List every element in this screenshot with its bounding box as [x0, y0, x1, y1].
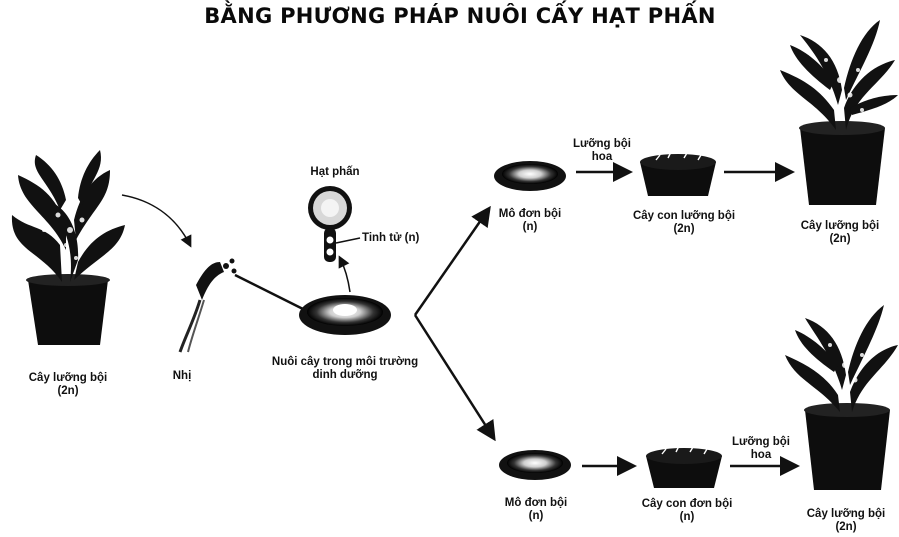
top-tissue-label: Mô đơn bội (n) — [490, 208, 570, 234]
stamen-illustration — [178, 258, 237, 353]
bottom-result-label-line2: (2n) — [835, 521, 857, 533]
top-diploid-plant-illustration — [780, 20, 898, 205]
top-seedling-label-line1: Cây con lưỡng bội — [632, 210, 736, 222]
culture-label: Nuôi cây trong môi trường dinh dưỡng — [250, 356, 440, 382]
bottom-diploid-plant-illustration — [785, 305, 898, 490]
sperm-label: Tinh tử (n) — [362, 232, 420, 244]
culture-label-line1: Nuôi cây trong môi trường — [271, 356, 419, 368]
parent-plant-label: Cây lưỡng bội (2n) — [20, 372, 116, 398]
bottom-diploidize-label-line2: hoa — [750, 449, 772, 461]
top-result-label-line2: (2n) — [829, 233, 851, 245]
arrow-plant-to-stamen — [121, 194, 192, 248]
bottom-seedling-label-line1: Cây con đơn bội — [641, 498, 733, 510]
bottom-seedling-pot — [646, 445, 722, 488]
culture-dish-illustration — [299, 295, 391, 335]
top-haploid-tissue-dish — [494, 161, 566, 191]
top-tissue-label-line2: (n) — [522, 221, 538, 233]
bottom-tissue-label-line2: (n) — [528, 510, 544, 522]
bottom-diploidize-label-line1: Lưỡng bội — [731, 436, 791, 448]
top-seedling-pot — [640, 151, 716, 196]
top-diploidize-label-line1: Lưỡng bội — [572, 138, 632, 150]
culture-label-line2: dinh dưỡng — [312, 369, 378, 381]
parent-plant-label-line2: (2n) — [57, 385, 79, 397]
bottom-diploidize-label: Lưỡng bội hoa — [724, 436, 798, 462]
branch-down-arrow — [413, 314, 496, 442]
pollen-label: Hạt phấn — [310, 166, 360, 178]
arrow-stamen-to-culture — [234, 273, 306, 312]
top-diploidize-label: Lưỡng bội hoa — [566, 138, 638, 164]
bottom-result-label: Cây lưỡng bội (2n) — [796, 508, 896, 534]
top-diploidize-label-line2: hoa — [591, 151, 613, 163]
top-tissue-label-line1: Mô đơn bội — [498, 208, 562, 220]
top-result-label: Cây lưỡng bội (2n) — [790, 220, 890, 246]
pollen-grain-illustration — [308, 186, 352, 262]
top-seedling-label-line2: (2n) — [673, 223, 695, 235]
parent-plant-label-line1: Cây lưỡng bội — [28, 372, 108, 384]
bottom-seedling-label-line2: (n) — [679, 511, 695, 523]
stamen-label: Nhị — [172, 370, 192, 382]
bottom-tissue-label-line1: Mô đơn bội — [504, 497, 568, 509]
parent-plant-illustration — [11, 150, 125, 345]
bottom-result-label-line1: Cây lưỡng bội — [806, 508, 886, 520]
arrow-culture-to-pollen — [338, 255, 351, 293]
bottom-seedling-label: Cây con đơn bội (n) — [628, 498, 746, 524]
bottom-haploid-tissue-dish — [499, 450, 571, 480]
bottom-tissue-label: Mô đơn bội (n) — [496, 497, 576, 523]
branch-up-arrow — [413, 205, 491, 316]
sperm-pointer-line — [335, 237, 361, 244]
top-result-label-line1: Cây lưỡng bội — [800, 220, 880, 232]
diagram-title: BẰNG PHƯƠNG PHÁP NUÔI CẤY HẠT PHẤN — [204, 4, 716, 28]
top-seedling-label: Cây con lưỡng bội (2n) — [622, 210, 746, 236]
